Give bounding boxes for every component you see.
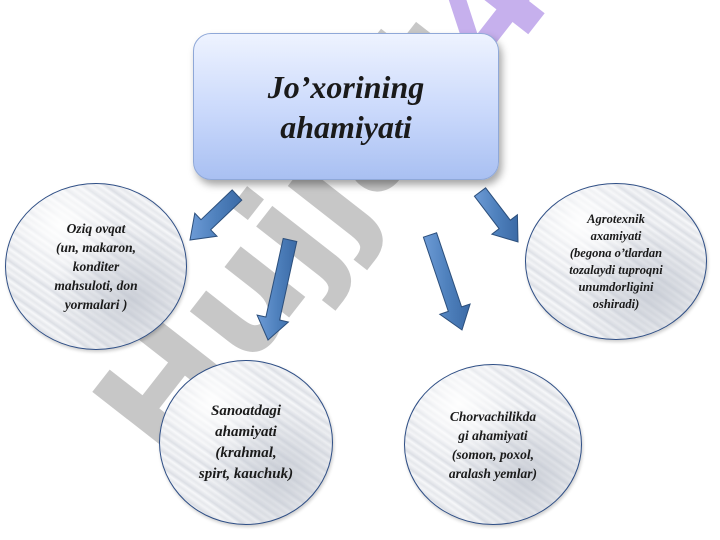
node-line: yormalari ) <box>64 297 128 312</box>
node-industry: Sanoatdagi ahamiyati (krahmal, spirt, ka… <box>159 360 333 525</box>
node-line: gi ahamiyati <box>458 427 528 443</box>
node-agro: Agrotexnik axamiyati (begona o’tlardan t… <box>525 183 707 340</box>
node-line: oshiradi) <box>592 296 640 311</box>
node-livestock: Chorvachilikda gi ahamiyati (somon, poxo… <box>404 364 582 525</box>
arrow-to-agro <box>473 187 519 243</box>
node-line: mahsuloti, don <box>54 278 138 293</box>
arrow-to-industry <box>256 237 298 341</box>
node-line: (un, makaron, <box>56 240 136 255</box>
arrow-to-food <box>189 189 243 241</box>
title-line-1: Jo’xorining <box>267 68 425 105</box>
node-line: axamiyati <box>590 228 642 243</box>
node-food: Oziq ovqat (un, makaron, konditer mahsul… <box>5 183 187 350</box>
node-industry-text: Sanoatdagi ahamiyati (krahmal, spirt, ka… <box>184 401 308 485</box>
node-line: konditer <box>72 259 120 274</box>
node-line: ahamiyati <box>215 423 277 440</box>
title-line-2: ahamiyati <box>280 108 412 145</box>
node-line: Oziq ovqat <box>66 221 126 236</box>
node-line: spirt, kauchuk) <box>198 465 294 482</box>
node-line: unumdorligini <box>578 279 654 294</box>
node-line: Agrotexnik <box>587 211 645 226</box>
node-agro-text: Agrotexnik axamiyati (begona o’tlardan t… <box>554 211 678 313</box>
node-line: Chorvachilikda <box>449 408 537 424</box>
title-box: Jo’xorining ahamiyati <box>193 33 499 180</box>
title: Jo’xorining ahamiyati <box>236 67 456 147</box>
node-food-text: Oziq ovqat (un, makaron, konditer mahsul… <box>37 219 155 314</box>
node-livestock-text: Chorvachilikda gi ahamiyati (somon, poxo… <box>433 407 553 483</box>
node-line: Sanoatdagi <box>210 402 282 419</box>
node-line: aralash yemlar) <box>448 465 538 481</box>
node-line: (somon, poxol, <box>451 446 535 462</box>
node-line: tozalaydi tuproqni <box>569 262 663 277</box>
arrow-to-livestock <box>422 232 471 331</box>
node-line: (begona o’tlardan <box>569 245 663 260</box>
node-line: (krahmal, <box>215 444 277 461</box>
